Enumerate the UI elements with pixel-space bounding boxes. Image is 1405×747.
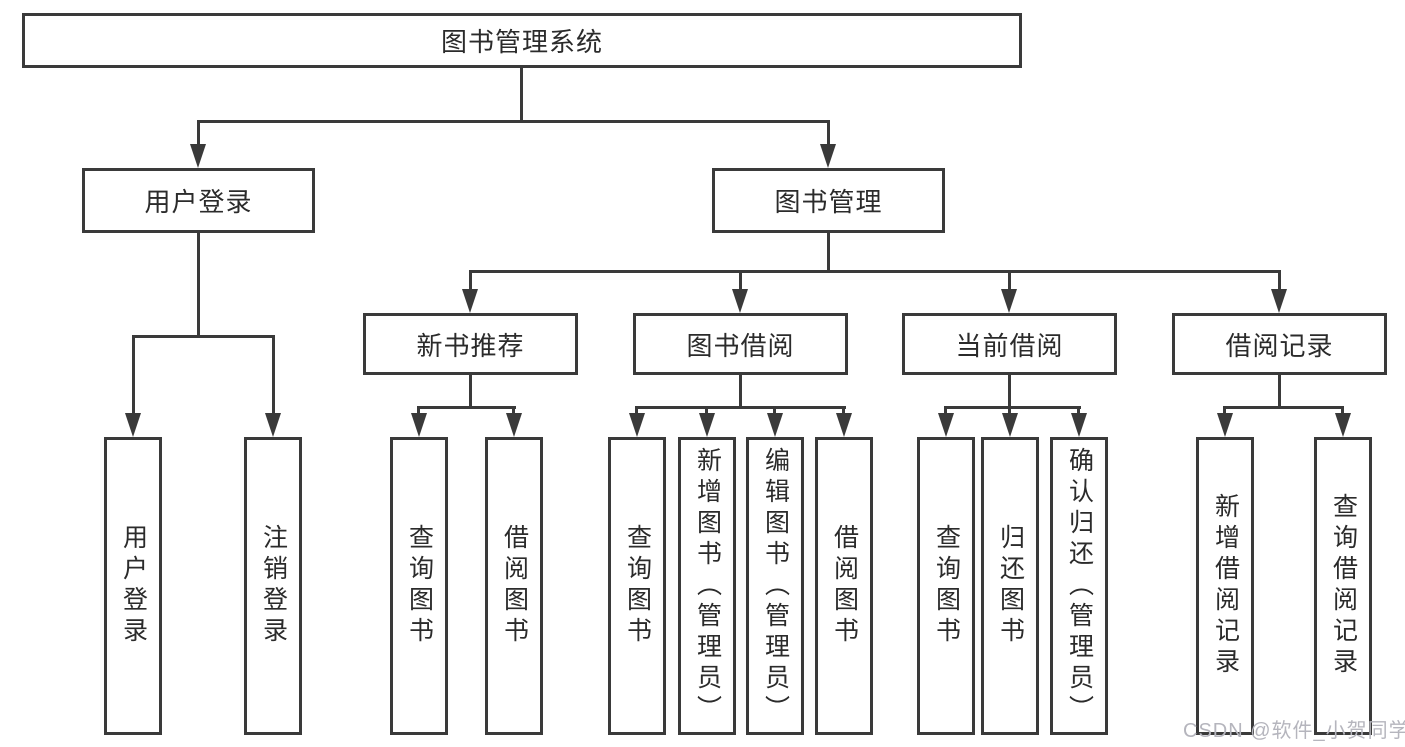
leaf-label: 新增借阅记录 xyxy=(1211,493,1240,679)
leaf-newbook-borrow-book: 借阅图书 xyxy=(485,437,543,735)
arrowhead-down-icon xyxy=(506,413,522,437)
arrowhead-down-icon xyxy=(190,144,206,168)
connector-line xyxy=(417,406,420,416)
connector-line xyxy=(1278,375,1281,408)
leaf-borrow-edit-book-admin: 编辑图书（管理员） xyxy=(746,437,804,735)
arrowhead-down-icon xyxy=(125,413,141,437)
arrowhead-down-icon xyxy=(732,289,748,313)
connector-line xyxy=(1278,270,1281,292)
connector-line xyxy=(469,270,1281,273)
arrowhead-down-icon xyxy=(1335,413,1351,437)
leaf-newbook-query-book: 查询图书 xyxy=(390,437,448,735)
connector-line xyxy=(827,233,830,272)
connector-line xyxy=(469,375,472,408)
node-root: 图书管理系统 xyxy=(22,13,1022,68)
connector-line xyxy=(827,120,830,148)
node-book-borrow: 图书借阅 xyxy=(633,313,848,375)
arrowhead-down-icon xyxy=(265,413,281,437)
node-book-management: 图书管理 xyxy=(712,168,945,233)
connector-line xyxy=(197,120,200,148)
connector-line xyxy=(635,406,846,409)
connector-line xyxy=(1341,406,1344,416)
connector-line xyxy=(520,68,523,120)
leaf-borrow-borrow-book: 借阅图书 xyxy=(815,437,873,735)
connector-line xyxy=(512,406,515,416)
arrowhead-down-icon xyxy=(411,413,427,437)
leaf-label: 新增图书（管理员） xyxy=(693,446,722,726)
connector-line xyxy=(469,270,472,292)
connector-line xyxy=(635,406,638,416)
connector-line xyxy=(705,406,708,416)
leaf-borrow-add-book-admin: 新增图书（管理员） xyxy=(678,437,736,735)
arrowhead-down-icon xyxy=(699,413,715,437)
node-new-book-recommend: 新书推荐 xyxy=(363,313,578,375)
leaf-label: 查询图书 xyxy=(623,524,652,648)
leaf-label: 编辑图书（管理员） xyxy=(761,446,790,726)
connector-line xyxy=(739,375,742,408)
connector-line xyxy=(1223,406,1344,409)
connector-line xyxy=(842,406,845,416)
connector-line xyxy=(272,335,275,415)
connector-line xyxy=(197,233,200,335)
connector-line xyxy=(197,120,830,123)
arrowhead-down-icon xyxy=(938,413,954,437)
arrowhead-down-icon xyxy=(836,413,852,437)
connector-line xyxy=(1008,406,1011,416)
node-current-borrow: 当前借阅 xyxy=(902,313,1117,375)
arrowhead-down-icon xyxy=(1001,289,1017,313)
arrowhead-down-icon xyxy=(462,289,478,313)
leaf-label: 归还图书 xyxy=(996,524,1025,648)
arrowhead-down-icon xyxy=(1217,413,1233,437)
connector-line xyxy=(944,406,1081,409)
csdn-watermark: CSDN @软件_小贺同学 xyxy=(1183,720,1405,742)
leaf-records-query-record: 查询借阅记录 xyxy=(1314,437,1372,735)
arrowhead-down-icon xyxy=(767,413,783,437)
leaf-label: 用户登录 xyxy=(119,524,148,648)
connector-line xyxy=(132,335,135,415)
leaf-current-confirm-return-admin: 确认归还（管理员） xyxy=(1050,437,1108,735)
leaf-label: 确认归还（管理员） xyxy=(1065,446,1094,726)
leaf-current-return-book: 归还图书 xyxy=(981,437,1039,735)
node-borrow-records: 借阅记录 xyxy=(1172,313,1387,375)
node-user-login: 用户登录 xyxy=(82,168,315,233)
arrowhead-down-icon xyxy=(820,144,836,168)
leaf-borrow-query-book: 查询图书 xyxy=(608,437,666,735)
arrowhead-down-icon xyxy=(1271,289,1287,313)
leaf-label: 查询图书 xyxy=(932,524,961,648)
connector-line xyxy=(417,406,516,409)
connector-line xyxy=(1008,375,1011,408)
leaf-label: 查询图书 xyxy=(405,524,434,648)
connector-line xyxy=(944,406,947,416)
leaf-label: 借阅图书 xyxy=(500,524,529,648)
connector-line xyxy=(1077,406,1080,416)
connector-line xyxy=(132,335,275,338)
connector-line xyxy=(1008,270,1011,292)
arrowhead-down-icon xyxy=(1002,413,1018,437)
leaf-user-login: 用户登录 xyxy=(104,437,162,735)
leaf-current-query-book: 查询图书 xyxy=(917,437,975,735)
leaf-label: 注销登录 xyxy=(259,524,288,648)
arrowhead-down-icon xyxy=(629,413,645,437)
arrowhead-down-icon xyxy=(1071,413,1087,437)
connector-line xyxy=(1223,406,1226,416)
leaf-records-add-record: 新增借阅记录 xyxy=(1196,437,1254,735)
leaf-label: 借阅图书 xyxy=(830,524,859,648)
leaf-logout-login: 注销登录 xyxy=(244,437,302,735)
connector-line xyxy=(739,270,742,292)
connector-line xyxy=(773,406,776,416)
leaf-label: 查询借阅记录 xyxy=(1329,493,1358,679)
